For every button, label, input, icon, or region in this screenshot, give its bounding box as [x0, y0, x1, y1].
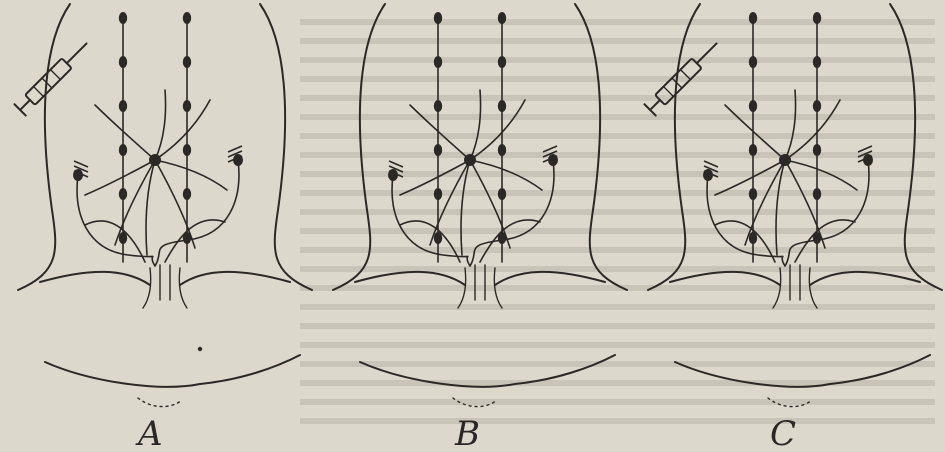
- lymph-node: [749, 56, 757, 68]
- bottom-outline-right: [200, 355, 300, 384]
- plexus-branch: [155, 160, 227, 190]
- lower-vessel: [480, 220, 540, 262]
- syringe-needle: [67, 43, 87, 63]
- lower-curve-left: [670, 272, 780, 285]
- lymph-node: [749, 100, 757, 112]
- lymph-node: [498, 56, 506, 68]
- bottom-outline-left: [45, 362, 200, 387]
- body-outline-left: [18, 4, 70, 290]
- canal-line-right: [179, 268, 187, 308]
- lymph-node: [119, 12, 127, 24]
- lymph-node: [119, 100, 127, 112]
- plexus-branch: [155, 90, 166, 160]
- lymph-node: [119, 144, 127, 156]
- panel-label-b: B: [454, 414, 480, 452]
- lymph-node: [434, 188, 442, 200]
- lymph-node: [749, 144, 757, 156]
- small-dot: [198, 347, 202, 351]
- lower-curve-right: [810, 272, 920, 285]
- bottom-outline-right: [515, 355, 615, 384]
- lymph-node: [119, 56, 127, 68]
- lymph-node: [498, 12, 506, 24]
- lower-vessel: [165, 220, 225, 262]
- lymph-node: [813, 144, 821, 156]
- plexus-branch: [115, 160, 155, 245]
- canal-line-left: [143, 268, 151, 308]
- lower-curve-right: [180, 272, 290, 285]
- lower-curve-left: [355, 272, 465, 285]
- lymph-node: [813, 100, 821, 112]
- lower-curve-right: [495, 272, 605, 285]
- panel-label-c: C: [770, 414, 796, 452]
- lymph-node: [434, 100, 442, 112]
- lymph-node: [498, 100, 506, 112]
- lymph-node: [498, 188, 506, 200]
- lymph-node: [183, 100, 191, 112]
- dotted-mark: [138, 398, 182, 407]
- lymph-node: [813, 12, 821, 24]
- syringe-mark: [34, 87, 44, 97]
- panel-a: [14, 4, 312, 407]
- syringe-mark: [664, 87, 674, 97]
- lower-curve-left: [40, 272, 150, 285]
- syringe-plunger: [650, 100, 660, 110]
- lymph-node: [434, 144, 442, 156]
- syringe-plunger: [20, 100, 30, 110]
- lymph-node: [749, 188, 757, 200]
- drainage-vessel: [77, 175, 155, 266]
- lower-vessel: [795, 220, 855, 262]
- lymph-node: [183, 188, 191, 200]
- lymph-node: [813, 56, 821, 68]
- lymph-node: [183, 144, 191, 156]
- lymph-node: [749, 12, 757, 24]
- lymph-node: [434, 12, 442, 24]
- lymph-node: [434, 56, 442, 68]
- lymph-node: [813, 188, 821, 200]
- lymph-node: [183, 12, 191, 24]
- syringe-mark: [51, 70, 61, 80]
- lymph-node: [498, 144, 506, 156]
- syringe-icon: [14, 38, 92, 116]
- background-text-lines: [300, 22, 935, 421]
- bottom-outline-right: [830, 355, 930, 384]
- panel-label-a: A: [135, 414, 163, 452]
- lymph-node: [183, 56, 191, 68]
- drainage-vessel: [155, 160, 239, 266]
- lymph-node: [119, 188, 127, 200]
